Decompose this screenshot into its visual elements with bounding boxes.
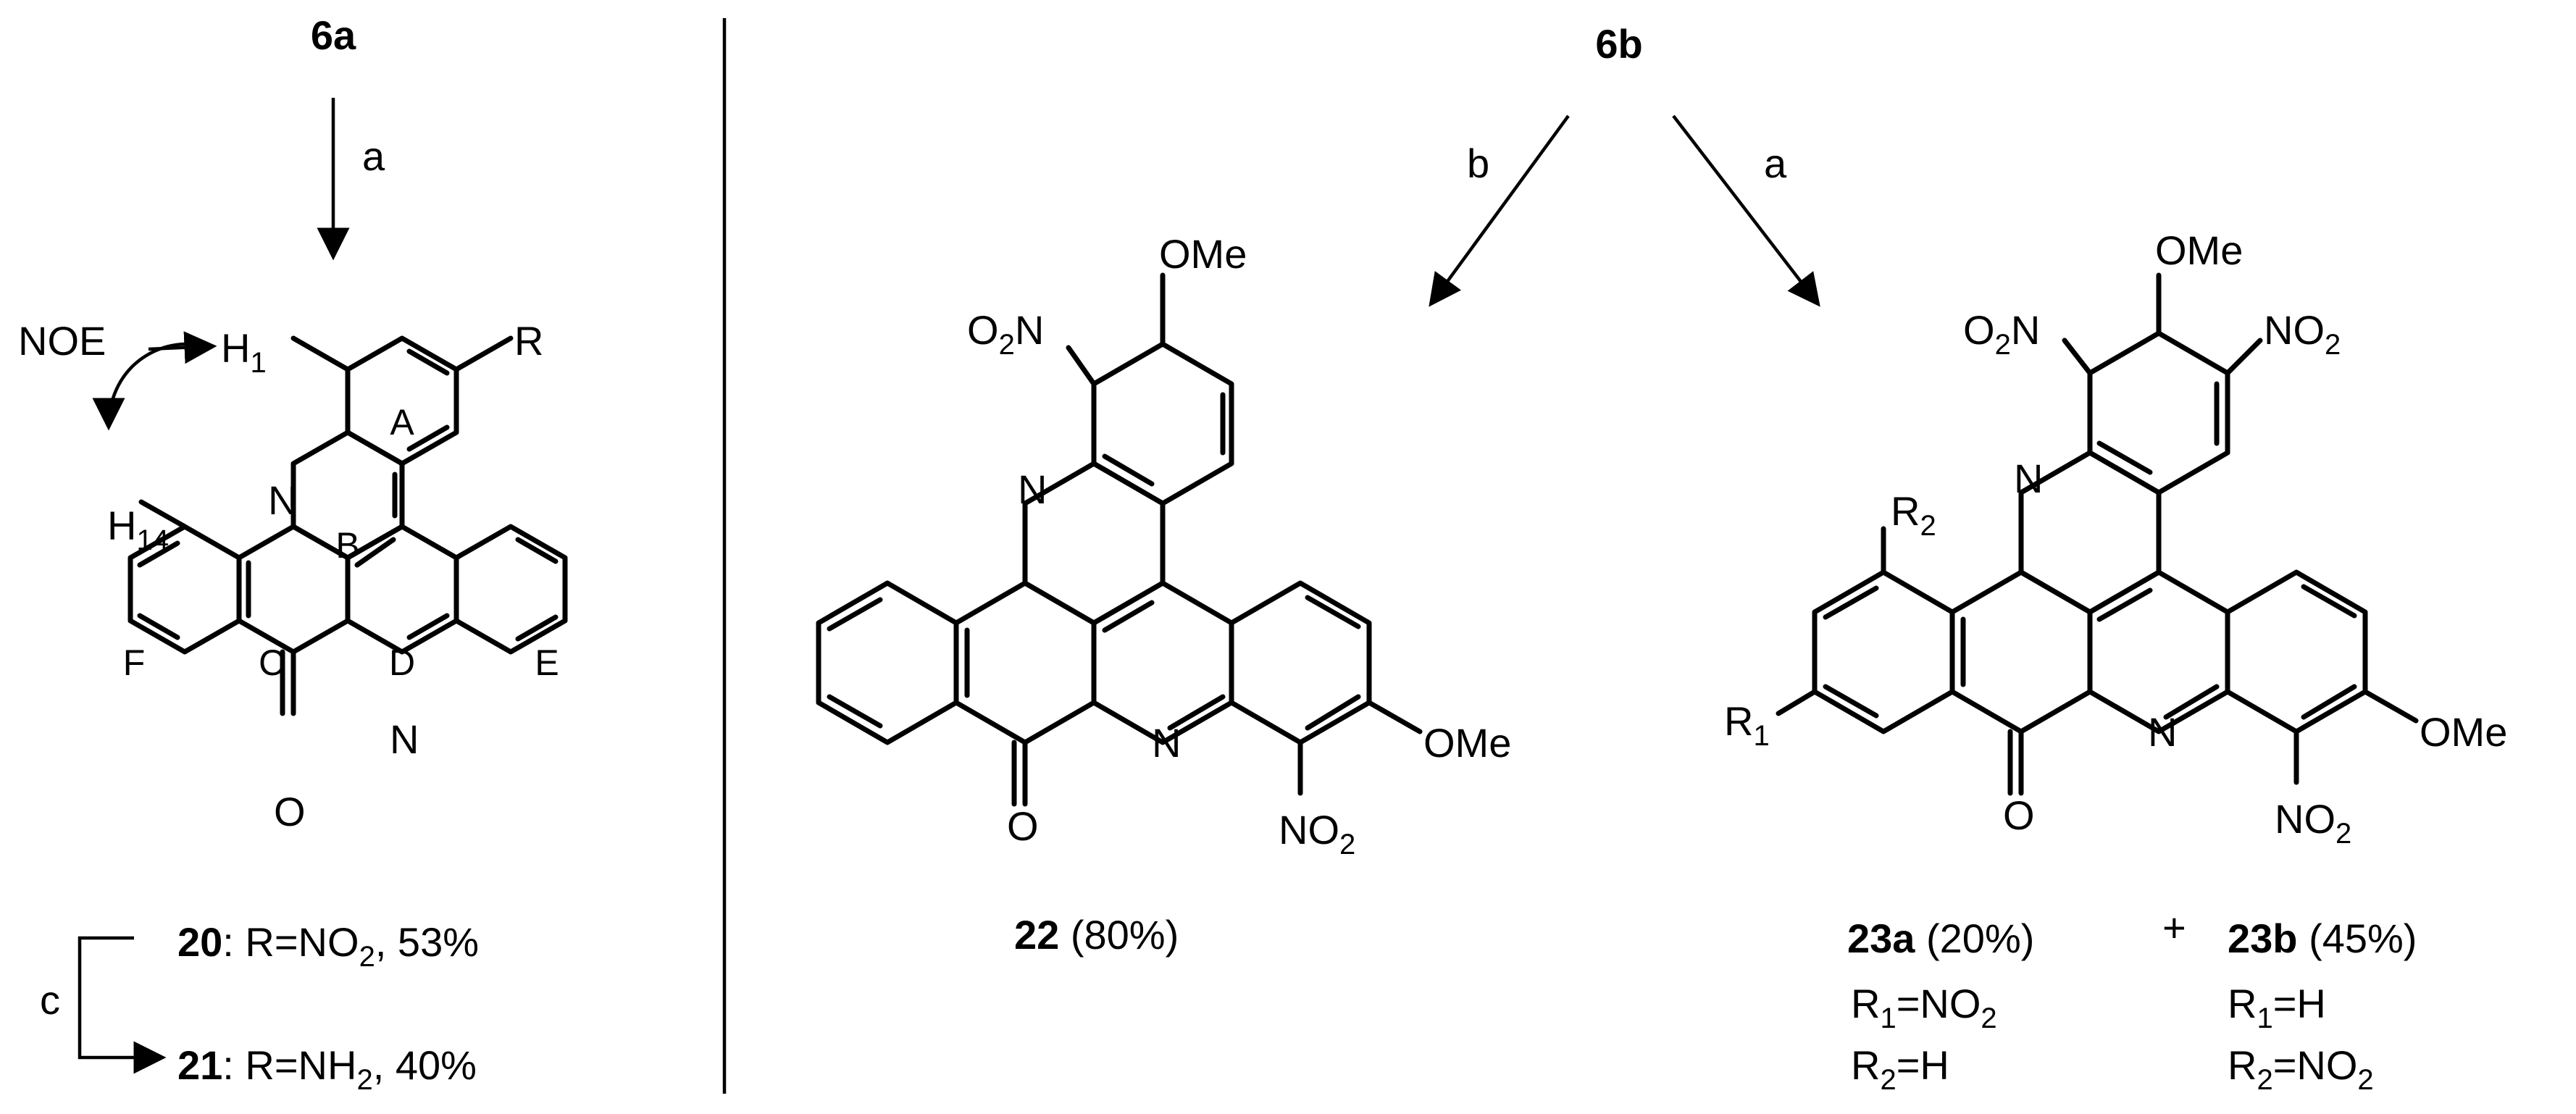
svg-text:NO2: NO2 [2275, 796, 2351, 850]
svg-text:N: N [1152, 720, 1181, 766]
ring-label-a: A [390, 402, 414, 443]
molecule-6a-derivative: NOE H1 H14 R A B C D E F N N O [18, 318, 568, 834]
compound-22-label: 22 (80%) [1014, 912, 1179, 958]
svg-text:O2N: O2N [967, 307, 1044, 361]
noe-label: NOE [18, 318, 106, 364]
compound-6b-label: 6b [1595, 21, 1642, 67]
compound-6a-label: 6a [311, 12, 356, 58]
plus-sign: + [2162, 905, 2186, 950]
left-panel: 6a a [18, 12, 568, 1096]
reaction-arrow-a-right [1672, 114, 1820, 307]
svg-text:NO2: NO2 [1279, 807, 1355, 860]
reagent-c: c [40, 977, 60, 1023]
svg-text:NO2: NO2 [2264, 307, 2341, 361]
proton-h14: H14 [107, 503, 169, 556]
proton-h1: H1 [221, 325, 267, 379]
product-23a-label: 23a (20%) [1847, 916, 2034, 961]
svg-text:O: O [1007, 803, 1039, 849]
ring-label-f: F [123, 642, 146, 683]
svg-text:OMe: OMe [2155, 227, 2243, 273]
product-23b-label: 23b (45%) [2228, 916, 2417, 961]
product-23a-r1: R1=NO2 [1851, 981, 1997, 1034]
atom-n-ring-d: N [390, 716, 419, 762]
product-23a-r2: R2=H [1851, 1042, 1949, 1096]
svg-text:O2N: O2N [1963, 307, 2040, 361]
product-20-line: 20: R=NO2, 53% [177, 919, 479, 973]
atom-o-carbonyl: O [274, 789, 306, 834]
molecule-23: OMe O2N NO2 R2 R1 N N OMe NO2 O [1724, 227, 2507, 850]
svg-text:OMe: OMe [1423, 720, 1511, 766]
svg-text:N: N [2014, 456, 2043, 501]
ring-label-c: C [259, 642, 285, 683]
atom-n-ring-b: N [268, 477, 297, 523]
svg-text:R1: R1 [1724, 698, 1770, 752]
svg-text:N: N [1018, 466, 1047, 512]
ring-label-b: B [335, 525, 359, 566]
svg-text:R2: R2 [1891, 488, 1936, 542]
product-23b-r2: R2=NO2 [2228, 1042, 2374, 1096]
svg-text:OMe: OMe [1159, 231, 1247, 277]
reagent-b: b [1467, 141, 1489, 186]
reagent-a-left: a [362, 133, 385, 179]
reaction-arrow-b [1429, 114, 1570, 307]
svg-text:O: O [2003, 792, 2035, 838]
product-23b-r1: R1=H [2228, 981, 2326, 1034]
svg-text:N: N [2148, 709, 2177, 755]
right-panel: 6b b a OMe O [816, 21, 2507, 1096]
reagent-a-right: a [1764, 141, 1787, 186]
svg-text:OMe: OMe [2420, 709, 2507, 755]
ring-label-d: D [389, 642, 415, 683]
molecule-22: OMe O2N N N OMe NO2 O [816, 231, 1511, 860]
ring-label-e: E [535, 642, 559, 683]
substituent-r: R [514, 318, 543, 364]
product-21-line: 21: R=NH2, 40% [177, 1042, 477, 1096]
